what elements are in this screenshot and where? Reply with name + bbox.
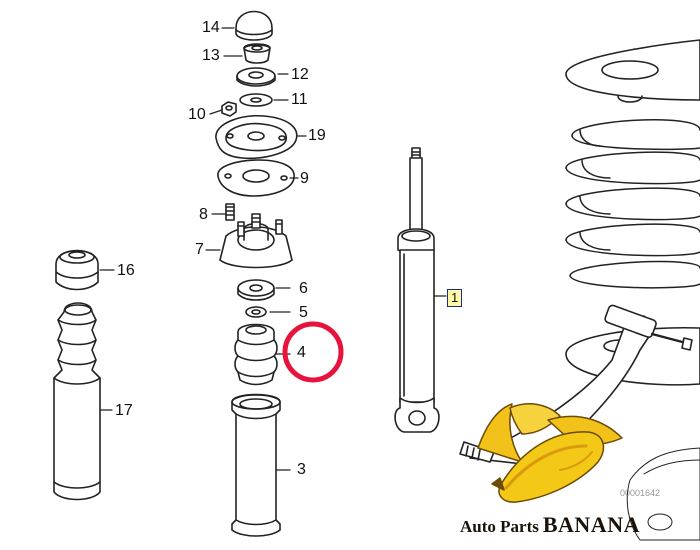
dust-tube-part-3 (231, 393, 281, 537)
callout-17: 17 (115, 402, 133, 419)
ring-part-6 (237, 279, 275, 301)
coil-spring (565, 118, 700, 289)
washer-part-5 (245, 306, 267, 318)
callout-4: 4 (297, 344, 306, 361)
callout-19: 19 (308, 127, 326, 144)
callout-12: 12 (291, 66, 309, 83)
callout-9: 9 (300, 170, 309, 187)
bolt-part-8 (225, 203, 235, 221)
banana-logo-icon (477, 403, 623, 503)
reference-code: 00001642 (620, 488, 661, 498)
callout-13: 13 (202, 47, 220, 64)
bump-stop-part-4 (234, 323, 278, 386)
washer-part-11 (239, 93, 273, 107)
nut-part-10 (221, 101, 237, 117)
highlight-circle (282, 321, 344, 383)
callout-16: 16 (117, 262, 135, 279)
callout-7: 7 (195, 241, 204, 258)
brand-wordmark: Auto Parts BANANA (460, 512, 640, 538)
leader-lines (99, 27, 447, 471)
callout-3: 3 (297, 461, 306, 478)
car-outline (626, 447, 700, 541)
brand-prefix: Auto Parts (460, 517, 539, 536)
spring-seat-top (565, 39, 700, 103)
mount-part-7 (219, 213, 293, 269)
washer-part-12 (236, 67, 276, 87)
brand-name: BANANA (542, 512, 640, 537)
callout-11: 11 (291, 91, 308, 108)
cap-part-16 (55, 249, 99, 291)
nut-part-13 (243, 43, 271, 64)
shock-absorber-part-1 (394, 147, 440, 433)
callout-14: 14 (202, 19, 220, 36)
callout-10: 10 (188, 106, 206, 123)
bellows-part-17 (53, 302, 101, 501)
gasket-part-19 (215, 114, 298, 160)
callout-5: 5 (299, 304, 308, 321)
gasket-part-9 (217, 159, 295, 197)
callout-1: 1 (447, 289, 463, 307)
callout-6: 6 (299, 280, 308, 297)
cap-part-14 (235, 10, 273, 41)
callout-8: 8 (199, 206, 208, 223)
